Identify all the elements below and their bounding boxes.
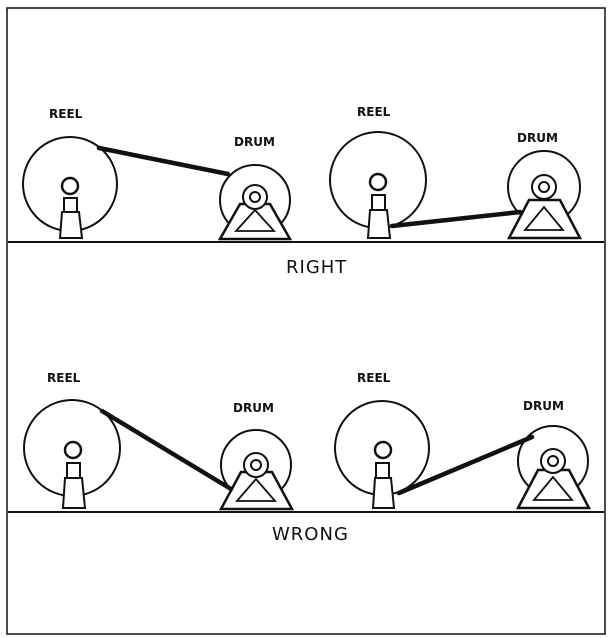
panel-wrong-1: REEL DRUM — [23, 371, 295, 511]
section-wrong: REEL DRUM REEL DRUM — [8, 371, 604, 545]
reel-stand — [61, 477, 87, 509]
drum — [515, 425, 592, 510]
reel-label: REEL — [357, 105, 391, 119]
section-heading: RIGHT — [286, 257, 347, 278]
figure-frame — [6, 7, 606, 635]
reel-hub — [63, 440, 83, 460]
reel — [23, 399, 121, 509]
reel-stand — [371, 477, 396, 509]
drum-label: DRUM — [517, 131, 558, 145]
section-right: REEL DRUM REEL DRUM — [8, 105, 604, 278]
reel-stand — [58, 211, 84, 239]
reel-label: REEL — [357, 371, 391, 385]
reel-hub — [373, 440, 393, 460]
drum-label: DRUM — [233, 401, 274, 415]
drum-label: DRUM — [234, 135, 275, 149]
cable — [99, 408, 234, 492]
drum — [217, 164, 293, 241]
reel-label: REEL — [49, 107, 83, 121]
cable — [96, 145, 231, 177]
reel-label: REEL — [47, 371, 81, 385]
reel-stand — [366, 209, 392, 239]
drum-label: DRUM — [523, 399, 564, 413]
panel-right-1: REEL DRUM — [22, 107, 293, 241]
panel-wrong-2: REEL DRUM — [334, 371, 592, 510]
drum — [506, 150, 583, 240]
reel — [334, 400, 430, 509]
reel-hub — [60, 176, 80, 196]
cable — [396, 434, 535, 496]
cable — [389, 209, 523, 229]
section-heading: WRONG — [272, 524, 349, 545]
reel-hub — [368, 172, 388, 192]
reel — [329, 131, 427, 239]
reel — [22, 136, 118, 239]
panel-right-2: REEL DRUM — [329, 105, 583, 240]
drum — [218, 429, 295, 511]
